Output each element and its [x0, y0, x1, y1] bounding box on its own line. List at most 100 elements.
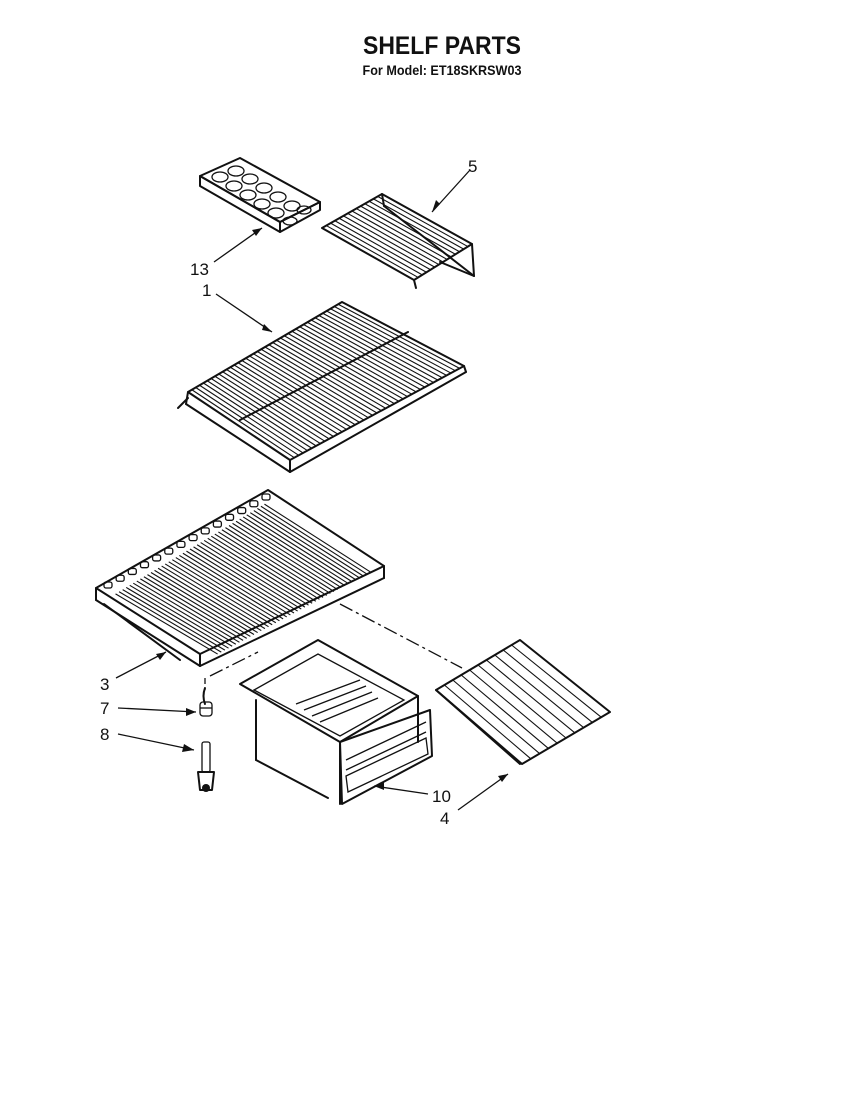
shelf-slot: [261, 493, 271, 501]
shelf-wire: [222, 371, 330, 440]
shelf-slot: [237, 506, 247, 515]
wire-rack-part: [435, 639, 611, 765]
shelf-wire: [214, 533, 320, 600]
shelf-slot: [188, 533, 198, 542]
shelf-wire: [444, 684, 532, 760]
callout-5: 5: [468, 157, 477, 176]
shelf-wire: [186, 550, 291, 616]
shelf-wire: [330, 308, 452, 374]
diagram-title: SHELF PARTS: [362, 32, 522, 60]
shelf-slot: [249, 500, 259, 508]
callout-8: 8: [100, 725, 109, 744]
callout-1: 1: [202, 281, 211, 300]
shelf-wire: [129, 584, 233, 647]
shelf-wire: [115, 593, 218, 655]
shelf-slot: [127, 567, 137, 576]
shelf-wire: [469, 669, 558, 744]
shelf-wire: [356, 208, 448, 260]
shelf-slot: [164, 547, 174, 555]
shelf-wire: [233, 364, 343, 433]
shelf-wire: [338, 217, 431, 271]
shelf-wire: [210, 378, 317, 447]
shelf-wire: [257, 507, 364, 577]
callout-3: 3: [100, 675, 109, 694]
shelf-wire: [232, 522, 338, 591]
shelf-wire: [334, 306, 456, 372]
shelf-wire: [242, 516, 349, 585]
shelf-wire: [218, 531, 324, 598]
shelf-slot: [151, 554, 162, 562]
shelf-wire: [140, 578, 244, 641]
shelf-wire: [511, 644, 602, 718]
small-wire-shelf-part: [321, 193, 475, 289]
shelf-slot: [212, 520, 223, 528]
shelf-wire: [154, 569, 258, 634]
shelf-wire: [161, 565, 266, 630]
callout-7: 7: [100, 699, 109, 718]
shelf-wire: [239, 518, 346, 587]
shelf-wire: [168, 561, 273, 626]
shelf-wire: [337, 303, 460, 369]
callout-leaders: [115, 169, 509, 811]
shelf-wire: [330, 222, 423, 276]
shelf-wire: [287, 333, 404, 400]
shelf-wire: [157, 567, 262, 632]
shelf-wire: [351, 210, 444, 263]
shelf-wire: [276, 339, 391, 407]
shelf-cam-part: [199, 687, 213, 717]
shelf-wire: [360, 205, 452, 258]
shelf-wire: [307, 321, 426, 388]
shelf-wire: [260, 348, 373, 416]
shelf-wire: [195, 387, 300, 456]
shelf-wire: [334, 220, 427, 273]
shelf-wire: [303, 324, 421, 390]
crisper-cover-shelf-part: [95, 489, 385, 667]
shelf-wire: [486, 659, 576, 734]
shelf-wire: [260, 505, 368, 575]
crisper-drawer-part: [239, 639, 433, 805]
shelf-wire: [299, 326, 417, 393]
shelf-wire: [122, 589, 226, 651]
shelf-wire: [225, 527, 331, 594]
shelf-wire: [368, 200, 460, 253]
shelf-slot: [139, 561, 150, 569]
callout-4: 4: [440, 809, 449, 828]
shelf-wire: [343, 215, 435, 268]
shelf-wire: [191, 389, 295, 459]
shelf-wire: [249, 355, 360, 423]
shelf-slot: [176, 540, 186, 549]
shelf-wire: [118, 591, 222, 653]
shelf-wire: [210, 535, 317, 602]
shelf-wire: [326, 225, 419, 278]
shelf-slot: [200, 527, 210, 535]
shelf-wire: [322, 312, 443, 379]
shelf-wire: [164, 563, 269, 628]
shelf-wire: [226, 369, 334, 437]
shelf-wire: [237, 362, 347, 430]
shelf-wire: [452, 679, 540, 755]
shelf-wire: [175, 557, 280, 622]
shelf-wire: [283, 335, 400, 402]
shelf-wire: [182, 552, 288, 618]
shelf-wire: [143, 576, 248, 639]
shelf-wire: [189, 548, 295, 614]
alignment-lines: [204, 603, 463, 690]
shelf-wire: [179, 554, 284, 620]
shelf-wire: [235, 520, 342, 589]
shelf-wire: [230, 366, 339, 435]
shelf-wire: [196, 544, 302, 610]
shelf-wire: [125, 586, 229, 649]
callout-10: 10: [432, 787, 451, 806]
shelf-wire: [291, 330, 408, 398]
shelf-wire: [373, 198, 464, 250]
shelf-wire: [257, 351, 369, 419]
shelf-wire: [246, 514, 353, 583]
shelf-wire: [280, 337, 395, 405]
shelf-wire: [310, 319, 430, 386]
shelf-wire: [200, 542, 306, 608]
shelf-slot: [224, 513, 235, 521]
shelf-wire: [364, 203, 456, 255]
shelf-wire: [314, 317, 434, 383]
shelf-wire: [245, 357, 356, 426]
shelf-wire: [207, 537, 313, 604]
